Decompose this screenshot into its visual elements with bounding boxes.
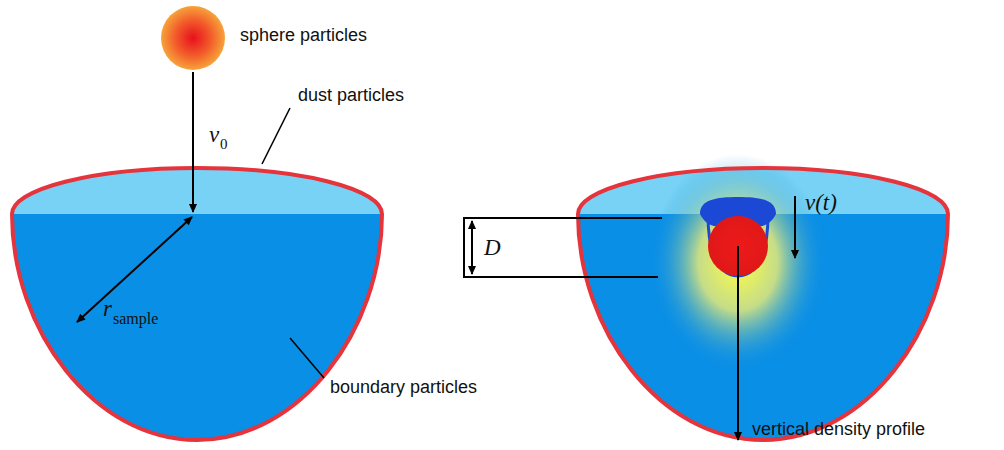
part-label: sphere particles bbox=[240, 26, 367, 46]
sphere bbox=[161, 6, 225, 70]
right-sample bbox=[578, 154, 948, 440]
part-label: dust particles bbox=[298, 86, 404, 106]
left-sample bbox=[12, 168, 382, 440]
part-label: vertical density profile bbox=[752, 420, 925, 440]
velocity-arrow bbox=[794, 196, 796, 258]
radius-arrow bbox=[77, 217, 192, 322]
part-label: boundary particles bbox=[330, 378, 477, 398]
symbol: v(t) bbox=[805, 190, 837, 215]
profile-arrow bbox=[737, 246, 739, 440]
leader-line bbox=[262, 108, 290, 164]
subscript: sample bbox=[113, 310, 158, 328]
leader-line bbox=[290, 338, 324, 378]
subscript: 0 bbox=[220, 136, 228, 153]
depth-bracket bbox=[464, 218, 662, 277]
velocity-arrow bbox=[192, 72, 194, 212]
symbol: r bbox=[103, 296, 112, 321]
symbol: v bbox=[209, 122, 219, 147]
dimension-label: D bbox=[484, 235, 501, 260]
